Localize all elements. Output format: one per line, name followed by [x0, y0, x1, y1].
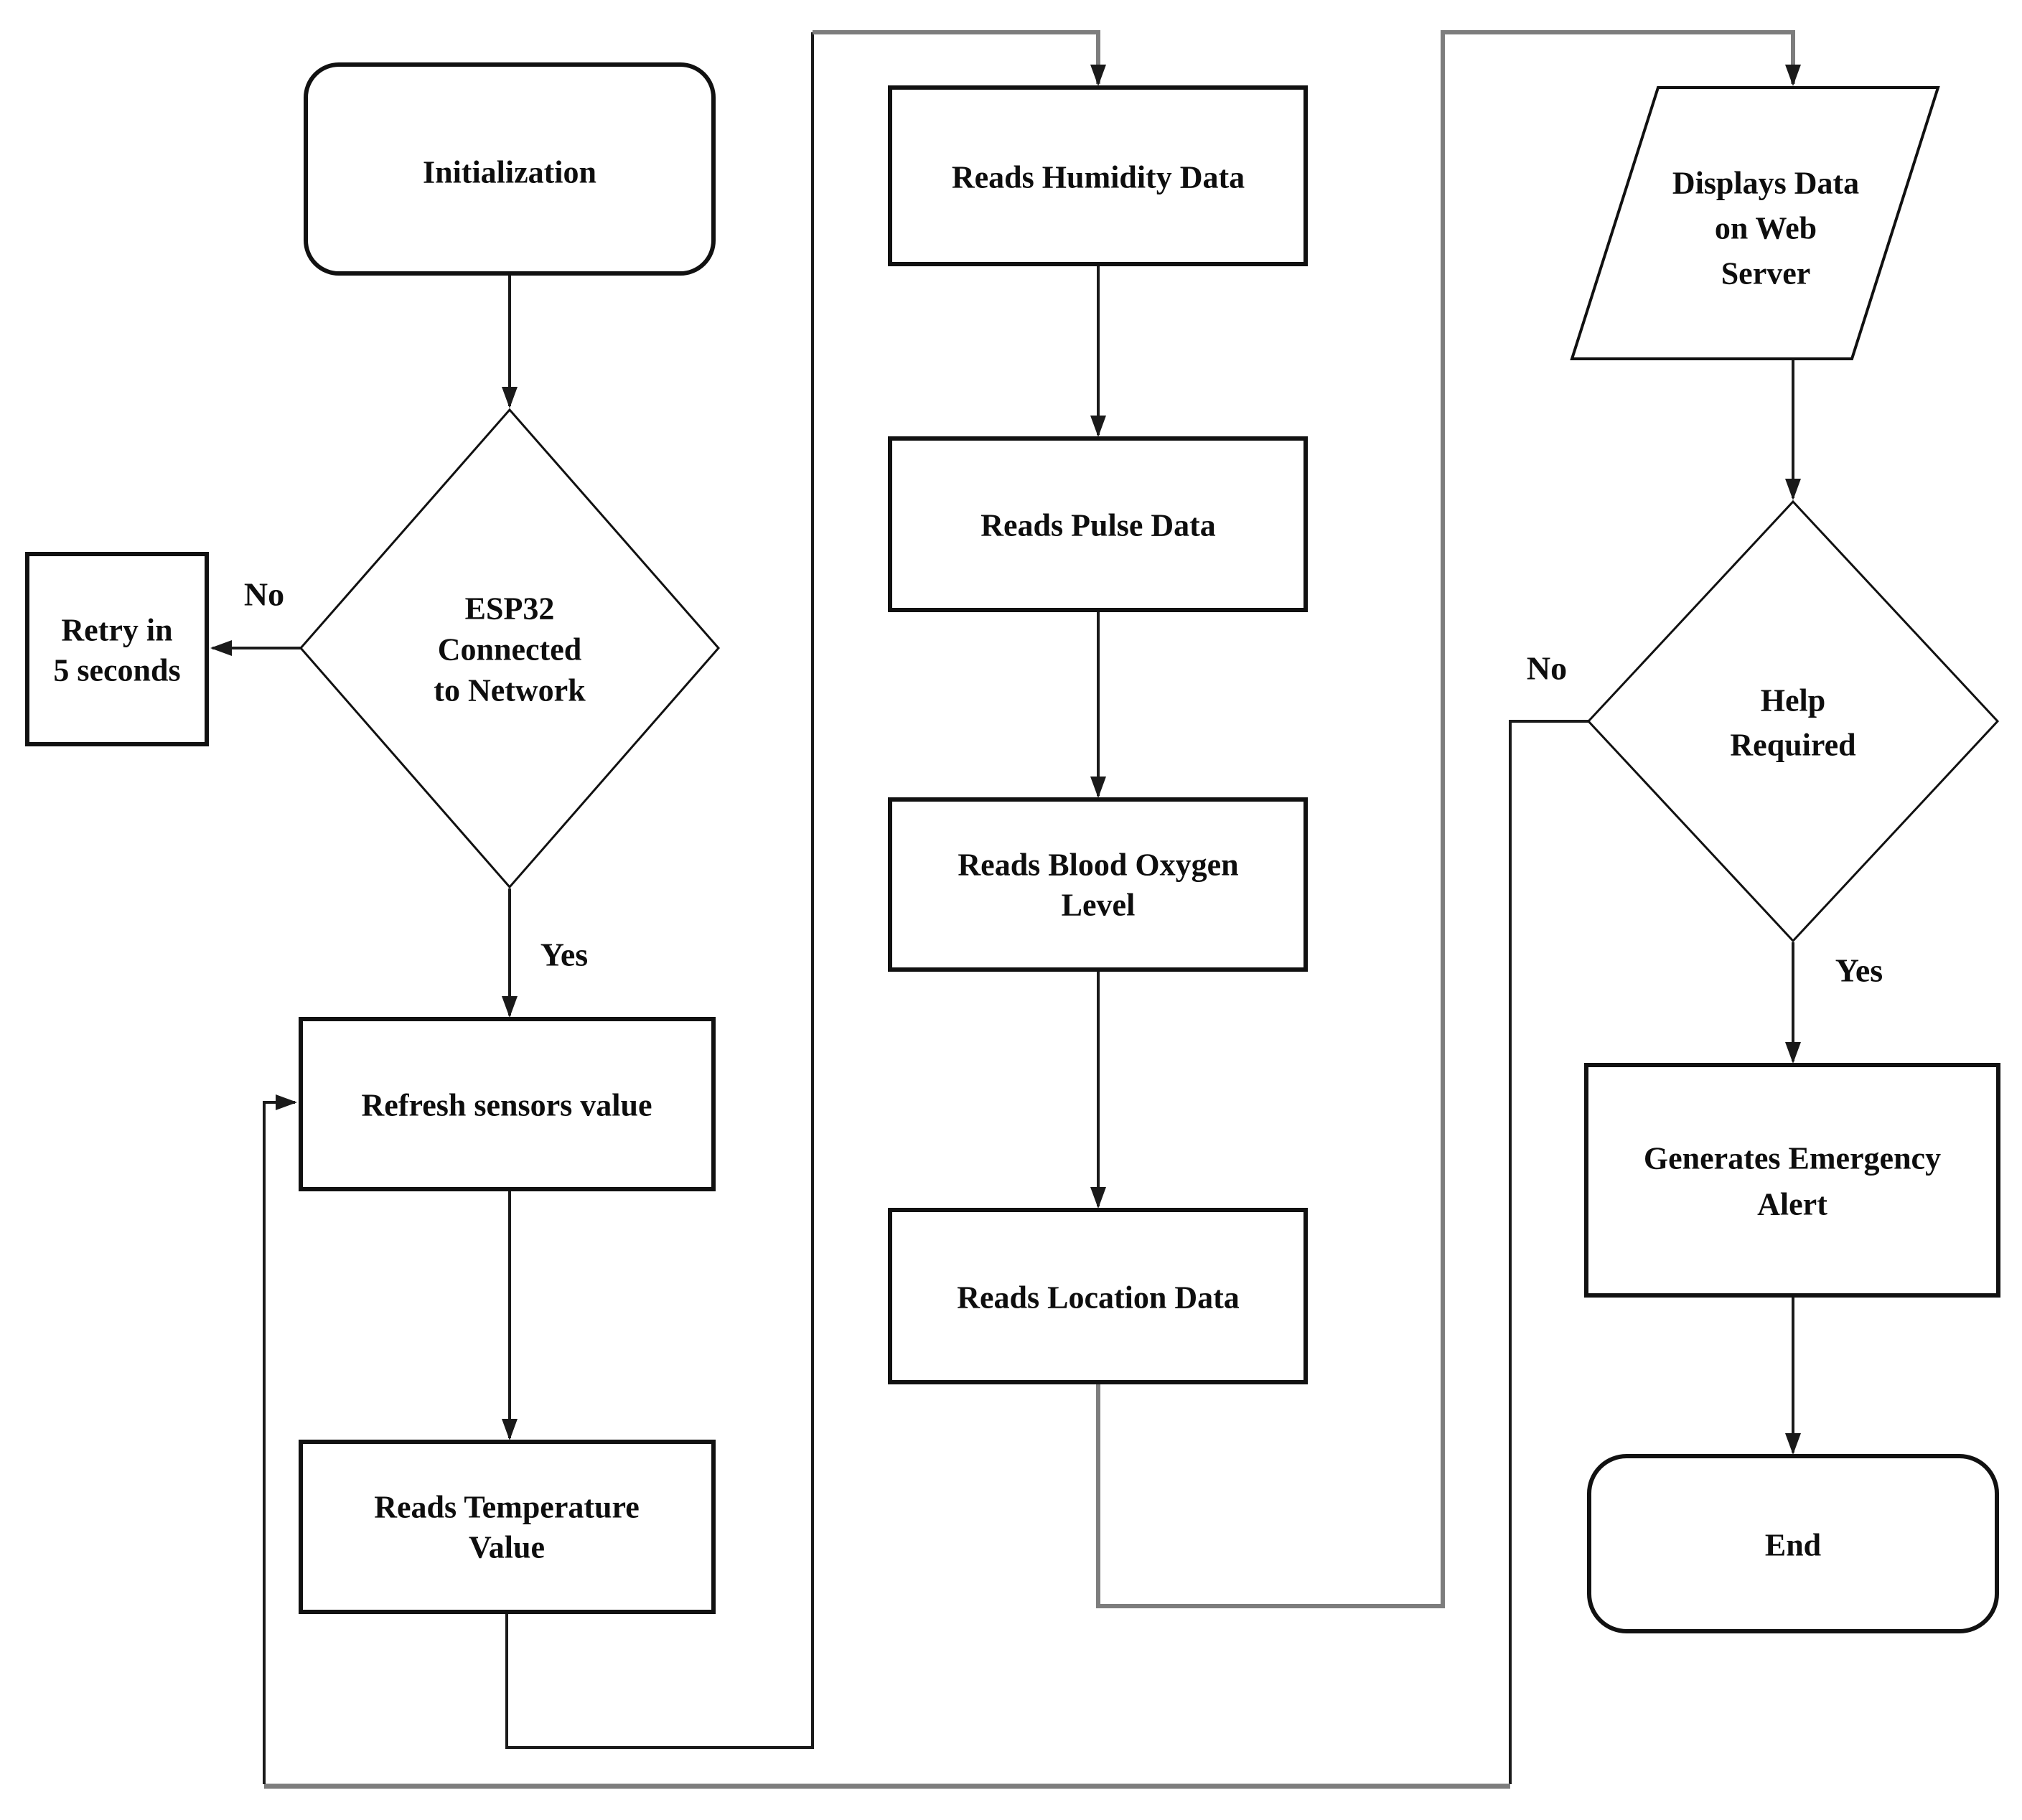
label-emergency-alert-line1: Generates Emergency	[1644, 1141, 1941, 1176]
edge-label-help-no: No	[1527, 650, 1567, 687]
shape-initialization	[304, 62, 716, 276]
node-reads-blood-oxygen: Reads Blood Oxygen Level	[888, 797, 1308, 972]
shape-reads-location	[888, 1208, 1308, 1384]
label-esp32-line1: ESP32	[465, 591, 555, 627]
label-esp32-line2: Connected	[438, 632, 581, 667]
label-help-line2: Required	[1730, 728, 1855, 763]
edge-label-esp32-no: No	[244, 576, 284, 613]
shape-retry	[25, 552, 209, 746]
edge-temperature-loop-to-humidity	[813, 30, 1106, 86]
node-retry: Retry in 5 seconds	[25, 552, 209, 746]
label-reads-pulse: Reads Pulse Data	[980, 508, 1216, 543]
shape-end	[1587, 1454, 1999, 1633]
label-reads-temperature-line2: Value	[469, 1530, 545, 1565]
shape-emergency-alert	[1584, 1063, 2000, 1298]
decision-help-required: Help Required	[1586, 499, 2000, 943]
node-refresh-sensors: Refresh sensors value	[299, 1017, 716, 1191]
node-reads-location: Reads Location Data	[888, 1208, 1308, 1384]
label-displays-line1: Displays Data	[1672, 166, 1859, 201]
shape-reads-humidity	[888, 85, 1308, 266]
label-retry-line1: Retry in	[61, 613, 172, 648]
label-reads-humidity: Reads Humidity Data	[952, 160, 1245, 195]
node-reads-pulse: Reads Pulse Data	[888, 436, 1308, 612]
label-retry-line2: 5 seconds	[53, 653, 180, 688]
node-displays-web-server: Displays Data on Web Server	[1570, 86, 1940, 360]
edge-label-help-yes: Yes	[1835, 952, 1883, 989]
label-refresh-sensors: Refresh sensors value	[362, 1088, 652, 1123]
shape-refresh-sensors	[299, 1017, 716, 1191]
label-displays-line3: Server	[1721, 256, 1811, 291]
shape-reads-temperature	[299, 1440, 716, 1614]
label-reads-blood-oxygen-line1: Reads Blood Oxygen	[958, 848, 1238, 883]
label-end: End	[1765, 1528, 1821, 1563]
shape-reads-pulse	[888, 436, 1308, 612]
edge-help-no-riser	[1509, 720, 1588, 1784]
label-reads-temperature-line1: Reads Temperature	[374, 1490, 640, 1525]
label-reads-location: Reads Location Data	[957, 1280, 1240, 1315]
edge-help-no-to-refresh	[263, 1094, 297, 1784]
edge-label-esp32-yes: Yes	[540, 937, 588, 973]
label-reads-blood-oxygen-line2: Level	[1062, 888, 1136, 923]
shape-displays-parallelogram	[1570, 86, 1940, 360]
node-emergency-alert: Generates Emergency Alert	[1584, 1063, 2000, 1298]
label-displays-line2: on Web	[1715, 211, 1817, 246]
edge-temperature-loop-riser	[505, 32, 814, 1749]
node-end: End	[1587, 1454, 1999, 1633]
shape-reads-blood-oxygen	[888, 797, 1308, 972]
node-initialization: Initialization	[304, 62, 716, 276]
label-emergency-alert-line2: Alert	[1757, 1187, 1827, 1222]
label-initialization: Initialization	[423, 155, 596, 190]
node-reads-temperature: Reads Temperature Value	[299, 1440, 716, 1614]
label-esp32-line3: to Network	[434, 673, 586, 708]
edges	[210, 30, 1801, 1789]
edge-location-loop-to-display	[1096, 30, 1801, 1608]
label-help-line1: Help	[1761, 683, 1825, 718]
decision-esp32-connected: ESP32 Connected to Network	[299, 408, 720, 889]
shape-esp32-diamond	[299, 408, 720, 889]
shape-help-diamond	[1586, 499, 2000, 943]
node-reads-humidity: Reads Humidity Data	[888, 85, 1308, 266]
